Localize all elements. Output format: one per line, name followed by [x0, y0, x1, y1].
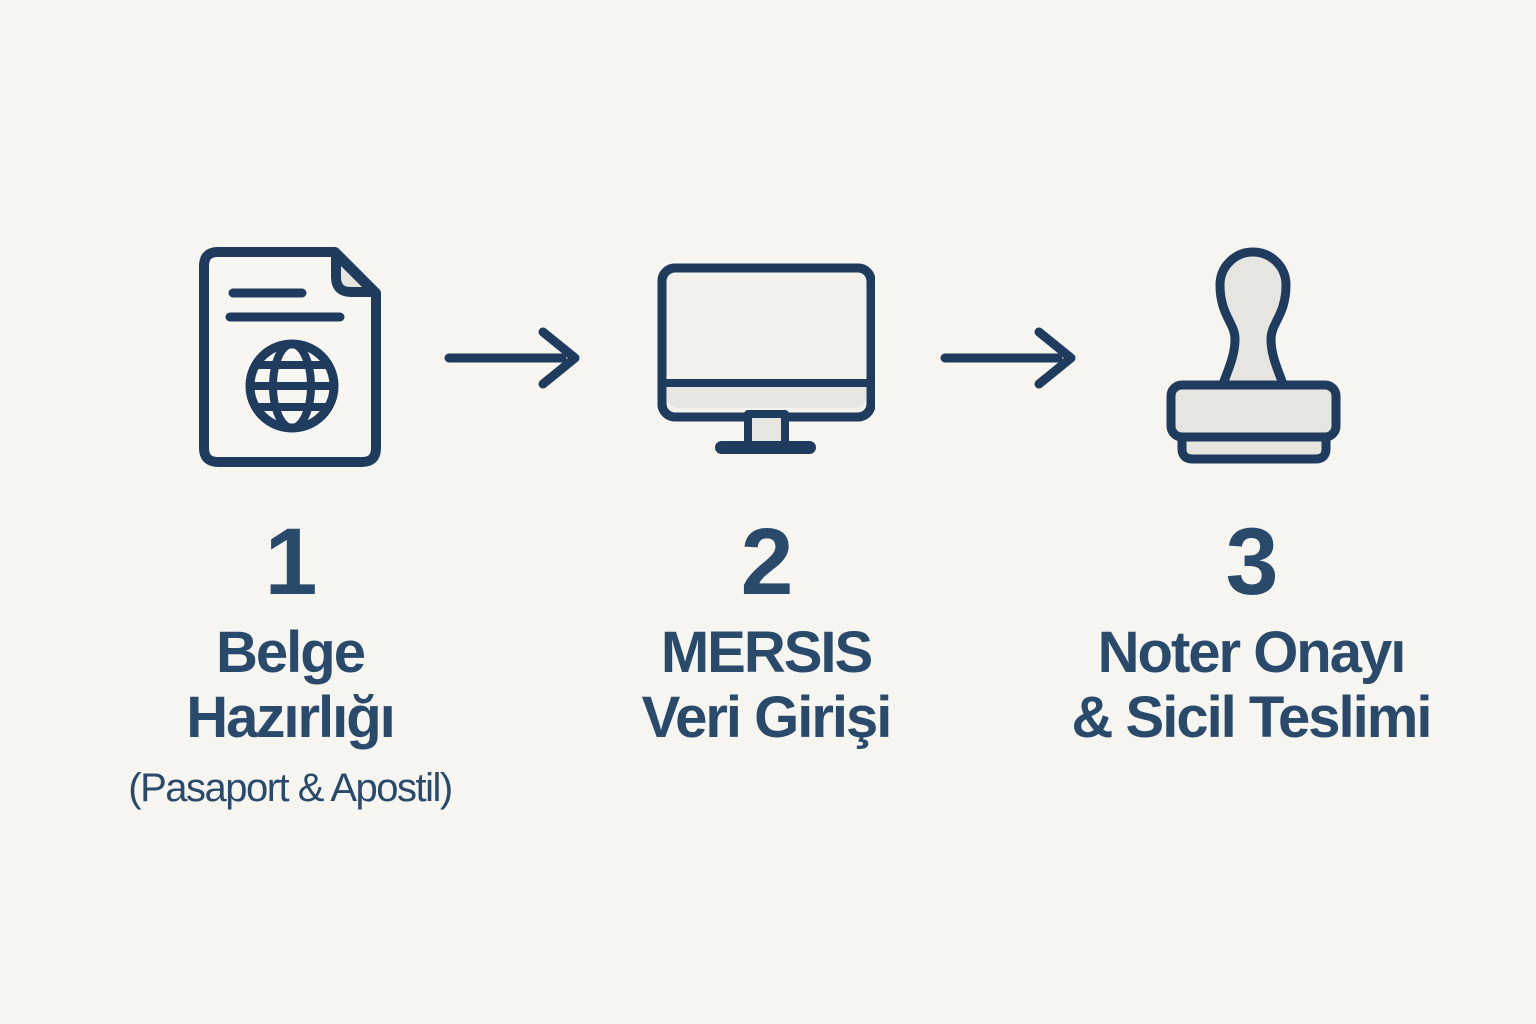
step-3-number: 3 [1225, 509, 1279, 615]
computer-monitor-icon [657, 263, 875, 454]
step-2-title-line-2: Veri Girişi [641, 685, 893, 750]
step-3-title-line-2: & Sicil Teslimi [1071, 685, 1433, 750]
step-1-title-line-2: Hazırlığı [186, 685, 396, 750]
step-1-title-line-1: Belge [216, 620, 366, 685]
document-globe-icon [199, 247, 381, 467]
rubber-stamp-icon [1166, 247, 1341, 464]
step-3: 3 Noter Onayı& Sicil Teslimi [1031, 0, 1471, 1024]
step-3-title: Noter Onayı& Sicil Teslimi [1031, 620, 1471, 750]
step-1-number: 1 [264, 509, 318, 615]
step-2-number: 2 [740, 509, 794, 615]
right-arrow-icon [444, 327, 580, 389]
step-3-title-line-1: Noter Onayı [1097, 620, 1407, 685]
right-arrow-icon [940, 327, 1076, 389]
step-2-title-line-1: MERSIS [660, 620, 873, 685]
step-1-subtitle: (Pasaport & Apostil) [128, 766, 453, 810]
